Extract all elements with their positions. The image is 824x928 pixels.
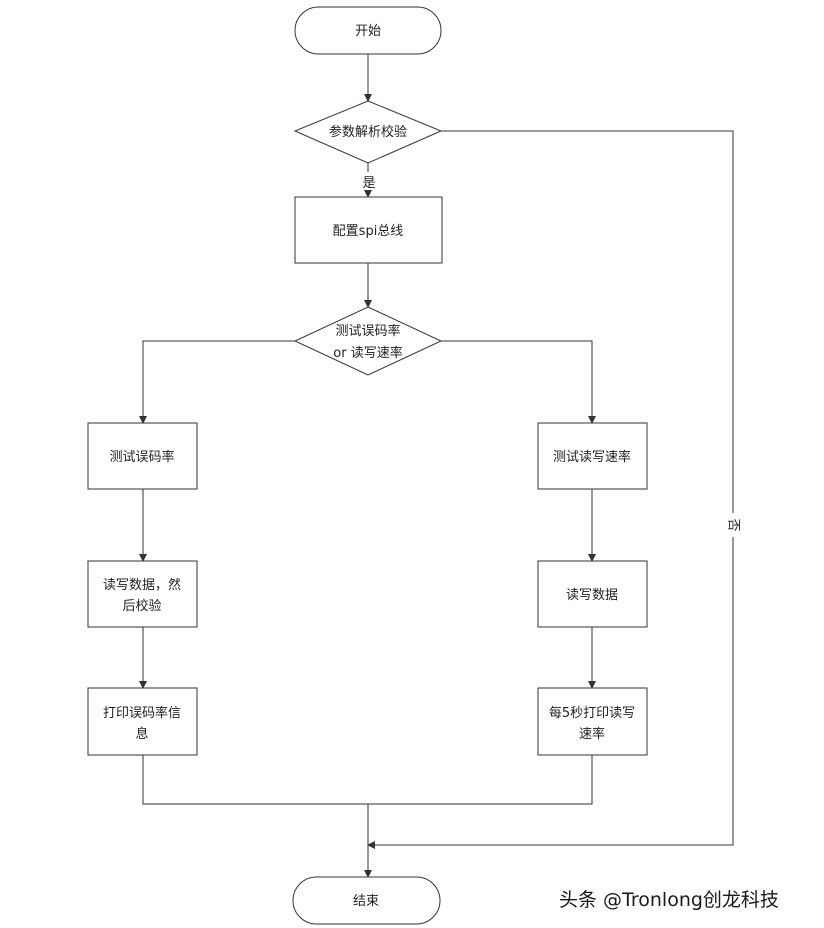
print-rate-node: 每5秒打印读写 速率: [537, 687, 648, 756]
test-rw-rate-node: 测试读写速率: [537, 422, 648, 490]
print-ber-node: 打印误码率信 息: [87, 687, 198, 756]
edge-print-rate-to-merge: [368, 755, 593, 805]
rw-data-node: 读写数据: [537, 560, 648, 628]
test-choice-label-line2: or 读写速率: [333, 345, 402, 361]
rw-verify-label-line1: 读写数据，然: [103, 577, 181, 593]
print-rate-label-line2: 速率: [579, 726, 605, 742]
no-label: 否: [726, 518, 741, 531]
rw-verify-node: 读写数据，然 后校验: [87, 560, 198, 628]
end-node: 结束: [292, 876, 441, 925]
yes-label-bg: [358, 172, 380, 190]
edge-decision-to-test-ber: [139, 340, 295, 424]
start-label: 开始: [355, 24, 381, 39]
edge-decision-to-test-rw-rate: [441, 340, 596, 424]
yes-label: 是: [362, 176, 375, 191]
start-node: 开始: [294, 6, 442, 55]
config-spi-label: 配置spi总线: [333, 224, 404, 239]
print-ber-label-line2: 息: [135, 726, 148, 742]
edge-print-ber-to-merge: [142, 755, 368, 805]
test-ber-label: 测试误码率: [109, 449, 174, 465]
rw-data-label: 读写数据: [566, 588, 618, 603]
validate-decision: 参数解析校验: [293, 100, 443, 164]
test-rw-rate-label: 测试读写速率: [553, 449, 631, 465]
print-ber-label-line1: 打印误码率信: [103, 705, 181, 721]
no-label-bg: [724, 513, 742, 537]
validate-label: 参数解析校验: [329, 124, 407, 140]
config-spi-node: 配置spi总线: [294, 196, 443, 264]
watermark-text: 头条 @Tronlong创龙科技: [559, 889, 779, 911]
test-ber-node: 测试误码率: [87, 422, 198, 490]
print-rate-label-line1: 每5秒打印读写: [549, 705, 635, 721]
rw-verify-label-line2: 后校验: [122, 598, 161, 614]
end-label: 结束: [353, 894, 379, 909]
test-choice-decision: 测试误码率 or 读写速率: [293, 306, 443, 376]
edge-validate-no-to-end: [367, 130, 734, 849]
test-choice-label-line1: 测试误码率: [335, 323, 400, 339]
